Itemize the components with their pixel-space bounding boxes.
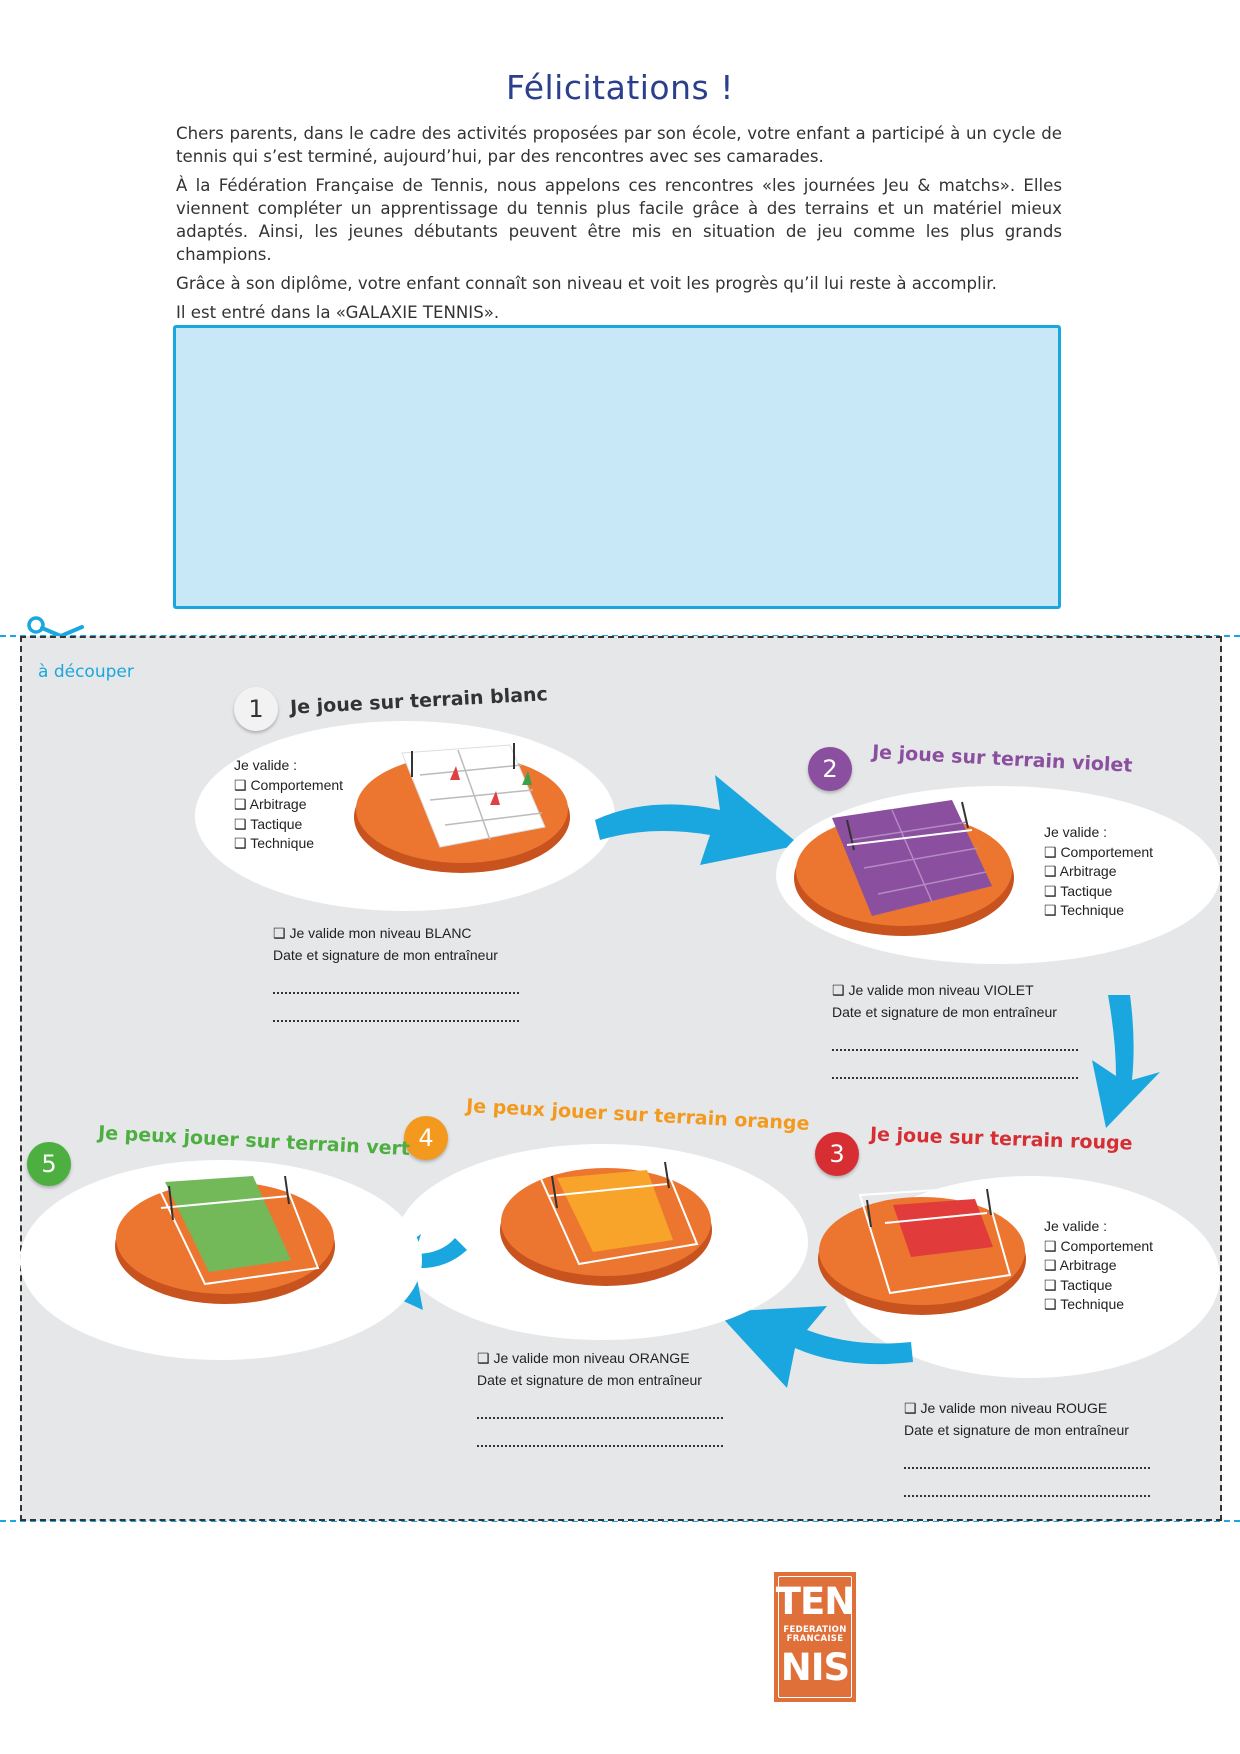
checklist-item-technique: ❑ Technique <box>234 835 315 851</box>
logo-text-federation: FEDERATION <box>783 1625 847 1635</box>
arrow-down-icon <box>1092 995 1160 1128</box>
signature-label: Date et signature de mon entraîneur <box>904 1422 1129 1438</box>
validate-block-4: ❑ Je valide mon niveau ORANGE Date et si… <box>477 1347 723 1447</box>
step-number-5: 5 <box>27 1142 71 1186</box>
checklist-2: Je valide : ❑ Comportement ❑ Arbitrage ❑… <box>1044 823 1153 921</box>
checklist-item-comportement: ❑ Comportement <box>1044 843 1154 860</box>
diploma-box <box>173 325 1061 609</box>
checklist-1: Je valide : ❑ Comportement ❑ Arbitrage ❑… <box>234 756 343 854</box>
validate-level-label: ❑ Je valide mon niveau VIOLET <box>832 982 1034 998</box>
intro-paragraph-4: Il est entré dans la «GALAXIE TENNIS». <box>176 303 500 322</box>
signature-line <box>832 1049 1078 1051</box>
checklist-item-tactique: ❑ Tactique <box>234 815 303 832</box>
step-number-3: 3 <box>815 1132 859 1176</box>
cut-line-bottom <box>0 1520 1240 1522</box>
signature-line <box>477 1417 723 1419</box>
logo-frame <box>778 1576 852 1698</box>
checklist-intro: Je valide : <box>1044 1218 1108 1234</box>
validate-level-label: ❑ Je valide mon niveau ORANGE <box>477 1350 690 1366</box>
step-number-2: 2 <box>808 747 852 791</box>
checklist-item-technique: ❑ Technique <box>1044 902 1125 918</box>
checklist-3: Je valide : ❑ Comportement ❑ Arbitrage ❑… <box>1044 1217 1153 1315</box>
checklist-item-comportement: ❑ Comportement <box>1044 1237 1154 1254</box>
page-title: Félicitations ! <box>506 68 734 107</box>
checklist-intro: Je valide : <box>1044 824 1108 840</box>
logo-text-francaise: FRANCAISE <box>786 1634 844 1644</box>
arrow-right-icon <box>595 775 800 865</box>
intro-paragraph-3: Grâce à son diplôme, votre enfant connaî… <box>176 274 997 293</box>
signature-line <box>477 1445 723 1447</box>
court-white <box>354 743 570 873</box>
arrow-left-icon <box>717 1306 913 1388</box>
step-number-4: 4 <box>404 1116 448 1160</box>
checklist-item-tactique: ❑ Tactique <box>1044 882 1113 899</box>
intro-paragraph-1: Chers parents, dans le cadre des activit… <box>176 124 1062 166</box>
court-red <box>818 1185 1026 1315</box>
signature-line <box>832 1077 1078 1079</box>
intro-text: Chers parents, dans le cadre des activit… <box>176 122 1062 330</box>
step-number-1: 1 <box>234 687 278 731</box>
validate-level-label: ❑ Je valide mon niveau ROUGE <box>904 1400 1108 1416</box>
signature-label: Date et signature de mon entraîneur <box>477 1372 702 1388</box>
court-orange <box>500 1156 712 1286</box>
signature-line <box>273 1020 519 1022</box>
signature-label: Date et signature de mon entraîneur <box>273 947 498 963</box>
checklist-item-comportement: ❑ Comportement <box>234 776 344 793</box>
ffr-logo: TEN FEDERATION FRANCAISE NIS <box>774 1572 856 1702</box>
validate-block-3: ❑ Je valide mon niveau ROUGE Date et sig… <box>904 1397 1150 1497</box>
checklist-item-arbitrage: ❑ Arbitrage <box>234 796 307 812</box>
checklist-item-arbitrage: ❑ Arbitrage <box>1044 863 1117 879</box>
checklist-item-arbitrage: ❑ Arbitrage <box>1044 1257 1117 1273</box>
signature-label: Date et signature de mon entraîneur <box>832 1004 1057 1020</box>
court-violet <box>794 800 1014 936</box>
validate-level-label: ❑ Je valide mon niveau BLANC <box>273 925 472 941</box>
signature-line <box>273 992 519 994</box>
logo-text-top: TEN <box>775 1580 855 1623</box>
validate-block-2: ❑ Je valide mon niveau VIOLET Date et si… <box>832 979 1078 1079</box>
checklist-intro: Je valide : <box>234 757 298 773</box>
court-green <box>115 1170 335 1304</box>
cut-label: à découper <box>38 662 134 682</box>
signature-line <box>904 1495 1150 1497</box>
checklist-item-tactique: ❑ Tactique <box>1044 1276 1113 1293</box>
validate-block-1: ❑ Je valide mon niveau BLANC Date et sig… <box>273 922 519 1022</box>
intro-paragraph-2: À la Fédération Française de Tennis, nou… <box>176 176 1062 264</box>
logo-text-bottom: NIS <box>780 1646 850 1689</box>
signature-line <box>904 1467 1150 1469</box>
checklist-item-technique: ❑ Technique <box>1044 1296 1125 1312</box>
